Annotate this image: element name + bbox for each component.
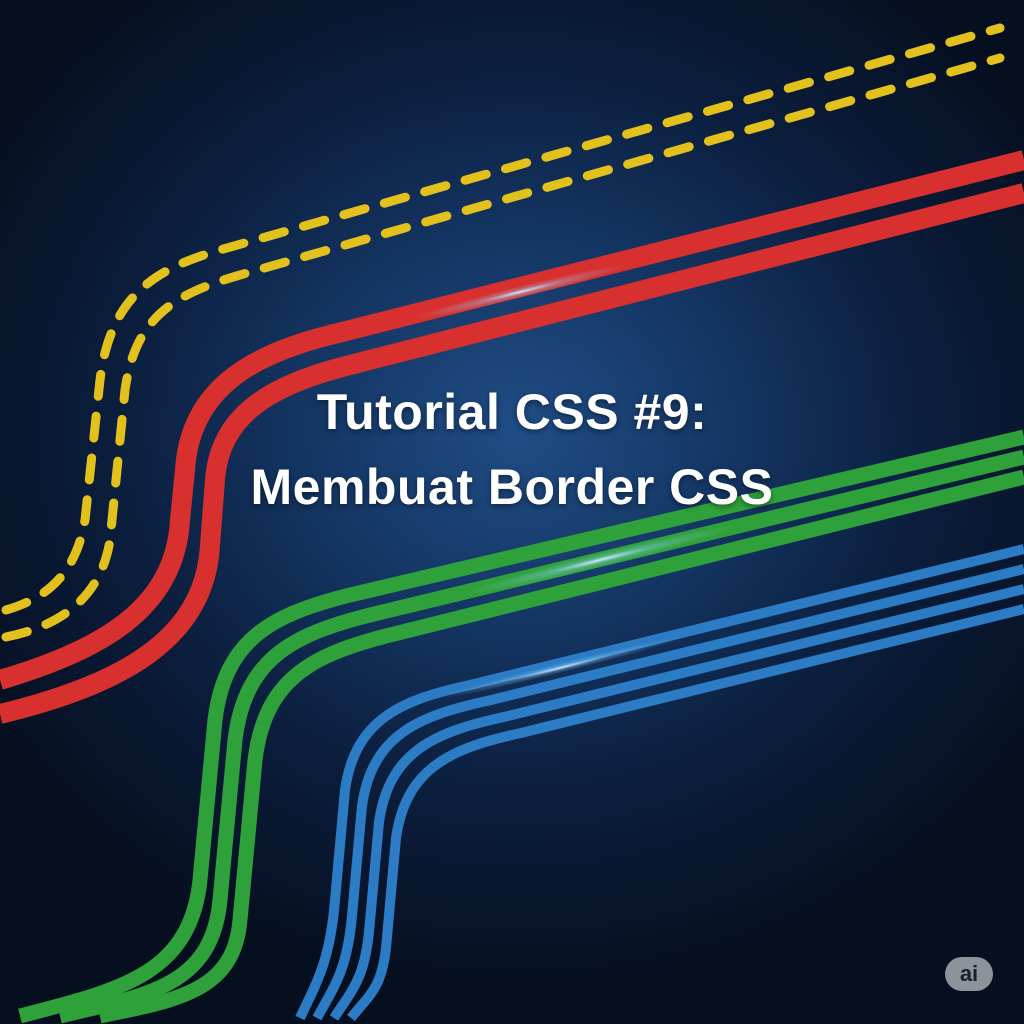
double-border-line — [0, 150, 1024, 724]
dashed-line-inner — [1, 53, 1005, 642]
double-line-inner — [0, 183, 1024, 724]
quad-line-4 — [347, 604, 1024, 1022]
title-line-2: Membuat Border CSS — [250, 459, 774, 515]
dashed-border-line — [1, 23, 1005, 642]
double-line-outer — [0, 150, 1024, 690]
triple-line-1 — [18, 429, 1024, 1024]
triple-line-2 — [58, 449, 1024, 1024]
quad-line-2 — [312, 564, 1024, 1021]
quad-border-line — [295, 544, 1024, 1022]
light-glows — [413, 264, 736, 700]
quad-line-3 — [329, 584, 1024, 1021]
title-line-1: Tutorial CSS #9: — [316, 384, 708, 440]
triple-border-line — [18, 429, 1024, 1024]
ai-badge: ai — [945, 957, 993, 991]
quad-line-1 — [295, 544, 1024, 1021]
dashed-line-outer — [1, 23, 1005, 615]
triple-line-3 — [98, 469, 1024, 1024]
